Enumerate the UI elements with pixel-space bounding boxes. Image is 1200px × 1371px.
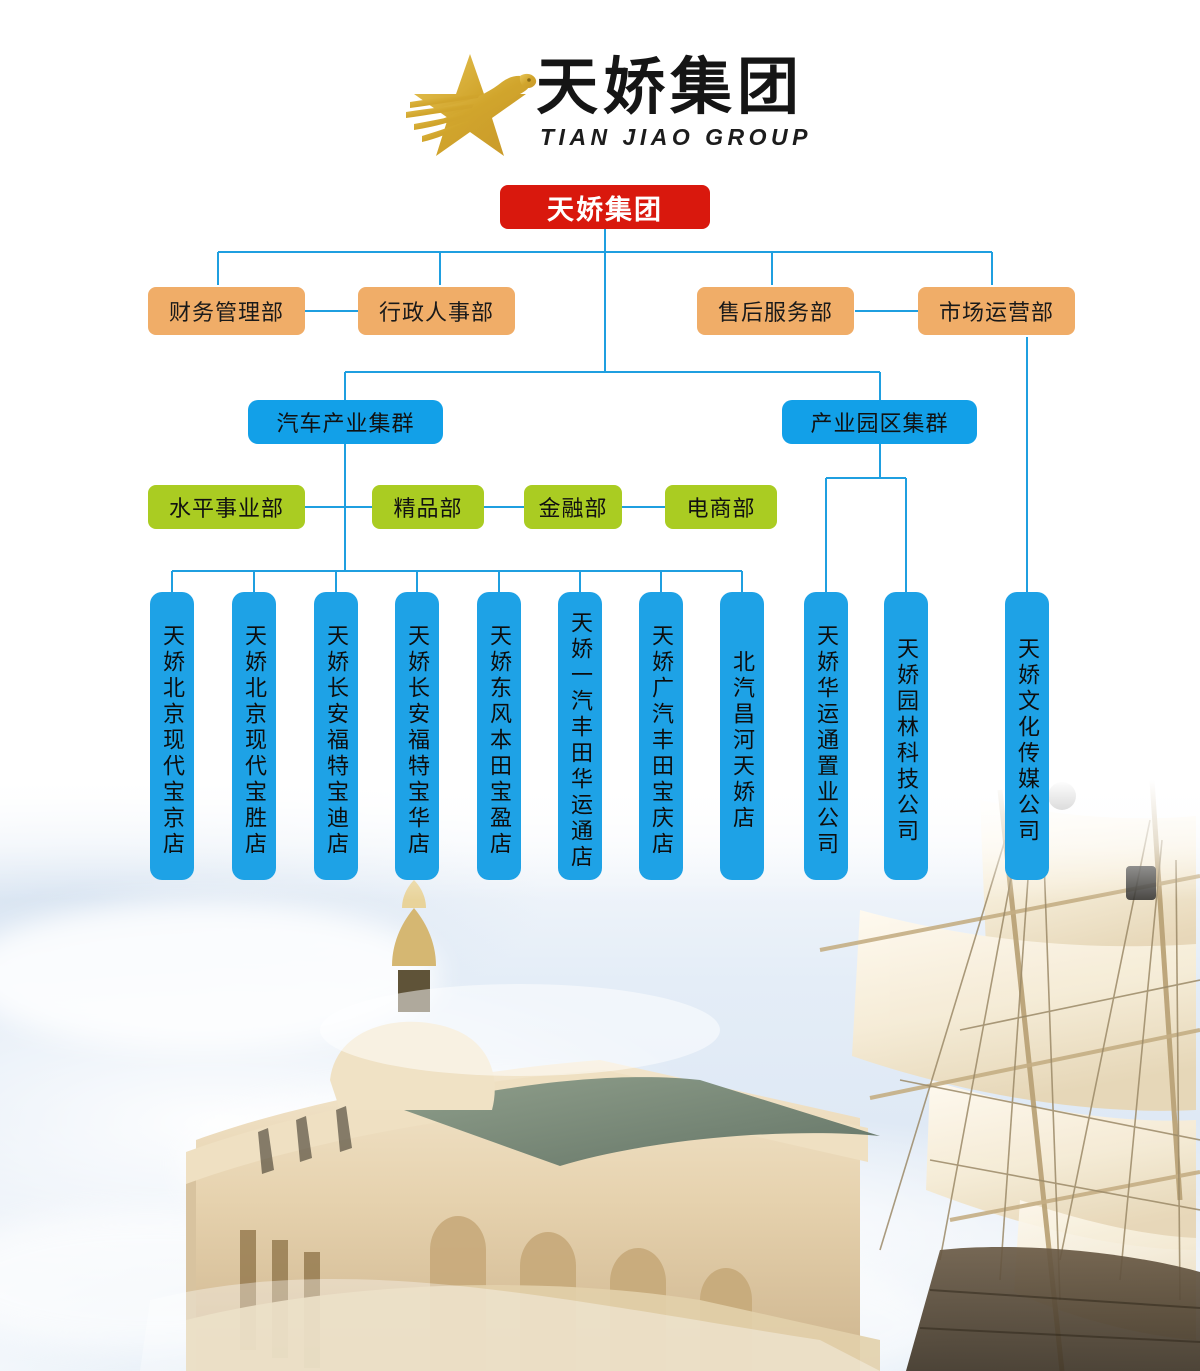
node-dept-finance[interactable]: 财务管理部: [148, 287, 305, 335]
node-store-baodi[interactable]: 天娇长安福特宝迪店: [314, 592, 358, 880]
company-logo: 天娇集团 TIAN JIAO GROUP: [400, 48, 820, 160]
node-store-baosheng[interactable]: 天娇北京现代宝胜店: [232, 592, 276, 880]
node-division-horizontal-business[interactable]: 水平事业部: [148, 485, 305, 529]
node-root-tianjiao-group[interactable]: 天娇集团: [500, 185, 710, 229]
logo-chinese-name: 天娇集团: [536, 53, 805, 122]
node-store-baohua[interactable]: 天娇长安福特宝华店: [395, 592, 439, 880]
node-company-culture-media[interactable]: 天娇文化传媒公司: [1005, 592, 1049, 880]
node-division-ecommerce[interactable]: 电商部: [665, 485, 777, 529]
node-store-huayuntong[interactable]: 天娇一汽丰田华运通店: [558, 592, 602, 880]
node-division-finance[interactable]: 金融部: [524, 485, 622, 529]
background-scenery: [0, 780, 1200, 1371]
node-cluster-auto-industry[interactable]: 汽车产业集群: [248, 400, 443, 444]
node-company-huayuntong-real-estate[interactable]: 天娇华运通置业公司: [804, 592, 848, 880]
node-dept-admin-hr[interactable]: 行政人事部: [358, 287, 515, 335]
node-dept-after-sales[interactable]: 售后服务部: [697, 287, 854, 335]
eagle-star-logo-icon: [406, 54, 537, 156]
node-cluster-industrial-park[interactable]: 产业园区集群: [782, 400, 977, 444]
node-dept-market-operations[interactable]: 市场运营部: [918, 287, 1075, 335]
logo-english-name: TIAN JIAO GROUP: [540, 124, 812, 150]
node-division-accessories[interactable]: 精品部: [372, 485, 484, 529]
node-store-baoying[interactable]: 天娇东风本田宝盈店: [477, 592, 521, 880]
node-store-baojing[interactable]: 天娇北京现代宝京店: [150, 592, 194, 880]
node-store-baoqing[interactable]: 天娇广汽丰田宝庆店: [639, 592, 683, 880]
node-company-landscape-technology[interactable]: 天娇园林科技公司: [884, 592, 928, 880]
node-store-beiqi-changhe[interactable]: 北汽昌河天娇店: [720, 592, 764, 880]
connector-lines: [170, 229, 1029, 592]
